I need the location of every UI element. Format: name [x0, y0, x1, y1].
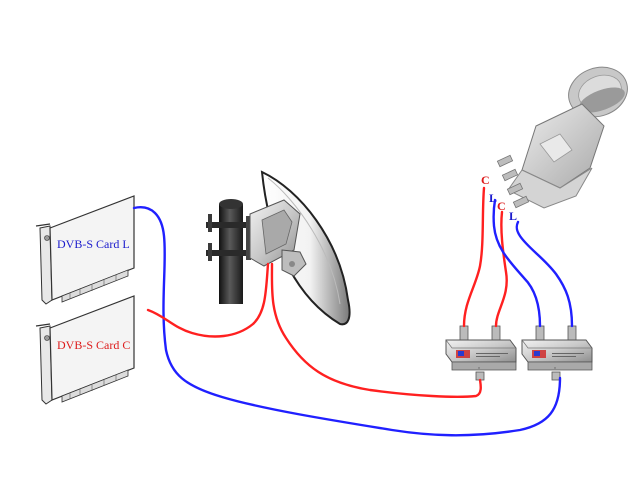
cable-card-c-to-dish — [146, 262, 270, 338]
diplexer-icon: V — [445, 325, 517, 381]
satellite-dish-icon — [206, 170, 351, 326]
cables — [132, 186, 574, 437]
cable-card-l-to-dish — [132, 206, 562, 437]
lnb-output-c1-label: C — [481, 173, 490, 187]
lnb-output-c2-label: C — [497, 199, 506, 213]
diplexer-left: V — [445, 325, 517, 381]
card-c: DVB-S Card C — [35, 295, 135, 405]
lnb-output-labels: C L C L — [481, 173, 517, 223]
cable-lnb-l2-to-diplexer-right — [515, 220, 574, 328]
lnb-output-l1-label: L — [489, 191, 497, 205]
lnb-output-l2-label: L — [509, 209, 517, 223]
diplexer-right: V — [521, 325, 593, 381]
cable-lnb-c2-to-diplexer-left — [494, 210, 508, 328]
svg-text:V: V — [554, 366, 556, 370]
svg-text:V: V — [478, 366, 480, 370]
diplexer-icon: V — [521, 325, 593, 381]
cable-lnb-l1-to-diplexer-right — [492, 198, 542, 328]
quad-lnb-icon — [496, 66, 628, 209]
pc-card-icon — [35, 295, 135, 405]
card-c-label: DVB-S Card C — [57, 338, 130, 352]
cable-lnb-c1-to-diplexer-left — [462, 186, 486, 328]
cable-dish-to-diplexer-left — [270, 262, 482, 398]
card-l: DVB-S Card L — [35, 195, 135, 305]
card-l-label: DVB-S Card L — [57, 237, 130, 251]
pc-card-icon — [35, 195, 135, 305]
